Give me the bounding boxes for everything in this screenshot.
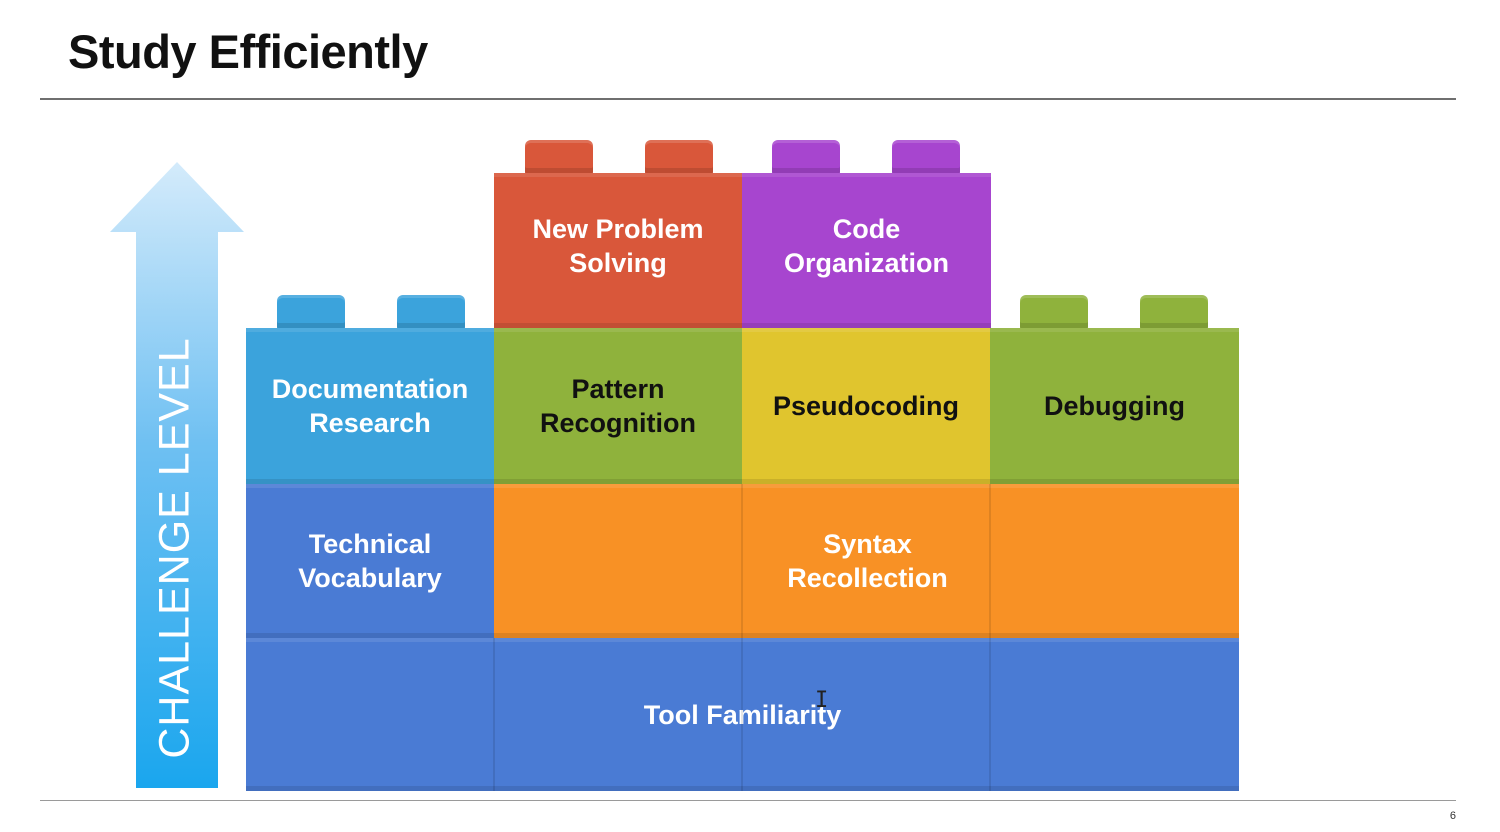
- block-seam: [741, 484, 743, 638]
- block-syntax-recollection: Syntax Recollection: [494, 484, 1239, 638]
- page-number: 6: [1449, 810, 1456, 822]
- block-seam: [493, 638, 495, 791]
- block-debugging: Debugging: [990, 328, 1239, 484]
- title-divider: [40, 98, 1456, 100]
- block-seam: [741, 638, 743, 791]
- block-pattern-recognition: Pattern Recognition: [494, 328, 742, 484]
- block-stud: [1140, 295, 1208, 329]
- axis-label: CHALLENGE LEVEL: [150, 337, 199, 759]
- block-label: Pattern Recognition: [540, 374, 696, 438]
- block-code-organization: Code Organization: [742, 173, 991, 328]
- block-label: New Problem Solving: [532, 213, 704, 278]
- footer-divider: [40, 800, 1456, 801]
- block-stud: [772, 140, 840, 174]
- block-label: Technical Vocabulary: [298, 529, 442, 593]
- block-label: Code Organization: [783, 213, 949, 278]
- block-technical-vocabulary: Technical Vocabulary: [246, 484, 494, 638]
- block-seam: [989, 484, 991, 638]
- block-label: Documentation Research: [271, 374, 469, 438]
- block-pseudocoding: Pseudocoding: [742, 328, 990, 484]
- block-stud: [1020, 295, 1088, 329]
- block-label: Pseudocoding: [772, 391, 959, 421]
- block-stud: [397, 295, 465, 329]
- block-stud: [645, 140, 713, 174]
- challenge-arrow-icon: [110, 162, 244, 788]
- block-new-problem-solving: New Problem Solving: [494, 173, 742, 328]
- block-label: Tool Familiarity: [643, 699, 842, 730]
- block-label: Syntax Recollection: [787, 529, 948, 593]
- block-stud: [892, 140, 960, 174]
- block-stud: [525, 140, 593, 174]
- block-documentation-research: Documentation Research: [246, 328, 494, 484]
- block-stud: [277, 295, 345, 329]
- block-seam: [989, 638, 991, 791]
- slide-title: Study Efficiently: [68, 25, 428, 78]
- block-tool-familiarity: Tool Familiarity: [246, 638, 1239, 791]
- text-cursor-icon: I: [815, 688, 829, 713]
- block-label: Debugging: [1044, 391, 1185, 421]
